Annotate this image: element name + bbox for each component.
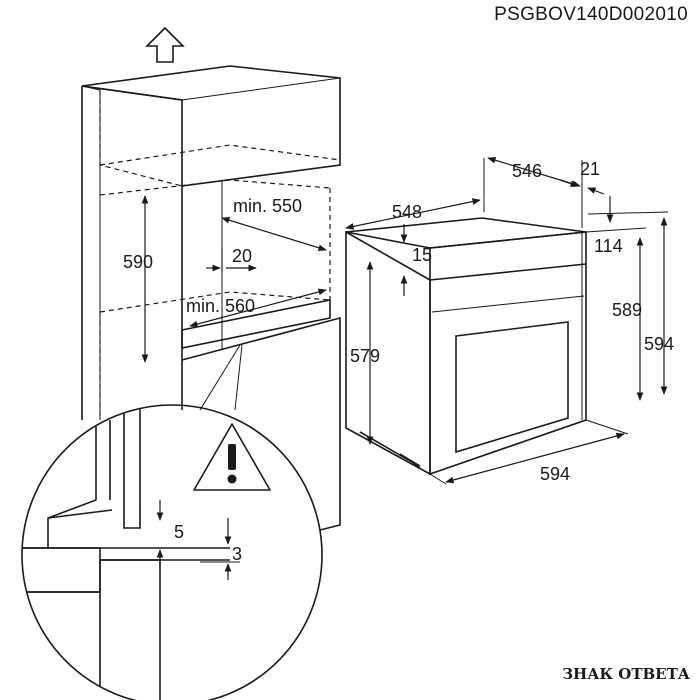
oven-depth-label: 546 — [512, 161, 542, 181]
oven-width-label: 594 — [540, 464, 570, 484]
detail-callout: 5 3 — [21, 344, 323, 700]
front-height-label: 589 — [612, 300, 642, 320]
cabinet-height-label: 590 — [123, 252, 153, 272]
gap-upper-label: 5 — [174, 522, 184, 542]
front-offset-label: 114 — [594, 236, 623, 256]
total-height-label: 594 — [644, 334, 674, 354]
cabinet — [81, 65, 341, 531]
panel-thickness-label: 21 — [580, 159, 600, 179]
oven-dimensions: 546 21 548 15 579 114 589 594 594 — [345, 156, 674, 485]
drawing-code: PSGBOV140D002010 — [494, 4, 688, 25]
top-offset-label: 15 — [412, 245, 432, 265]
watermark: ЗНАК ОТВЕТА — [562, 665, 691, 683]
cabinet-width-label: min. 560 — [186, 296, 255, 316]
oven-total-depth-label: 548 — [392, 202, 422, 222]
up-arrow-icon — [145, 26, 185, 63]
detail-circle — [21, 404, 323, 700]
gap-lower-label: 3 — [232, 544, 242, 564]
cabinet-dimensions: min. 550 590 20 min. 560 — [123, 195, 327, 363]
oven — [345, 217, 587, 476]
body-height-label: 579 — [350, 346, 380, 366]
cabinet-depth-label: min. 550 — [233, 196, 302, 216]
vent-gap-label: 20 — [232, 246, 252, 266]
warning-icon — [193, 423, 271, 491]
